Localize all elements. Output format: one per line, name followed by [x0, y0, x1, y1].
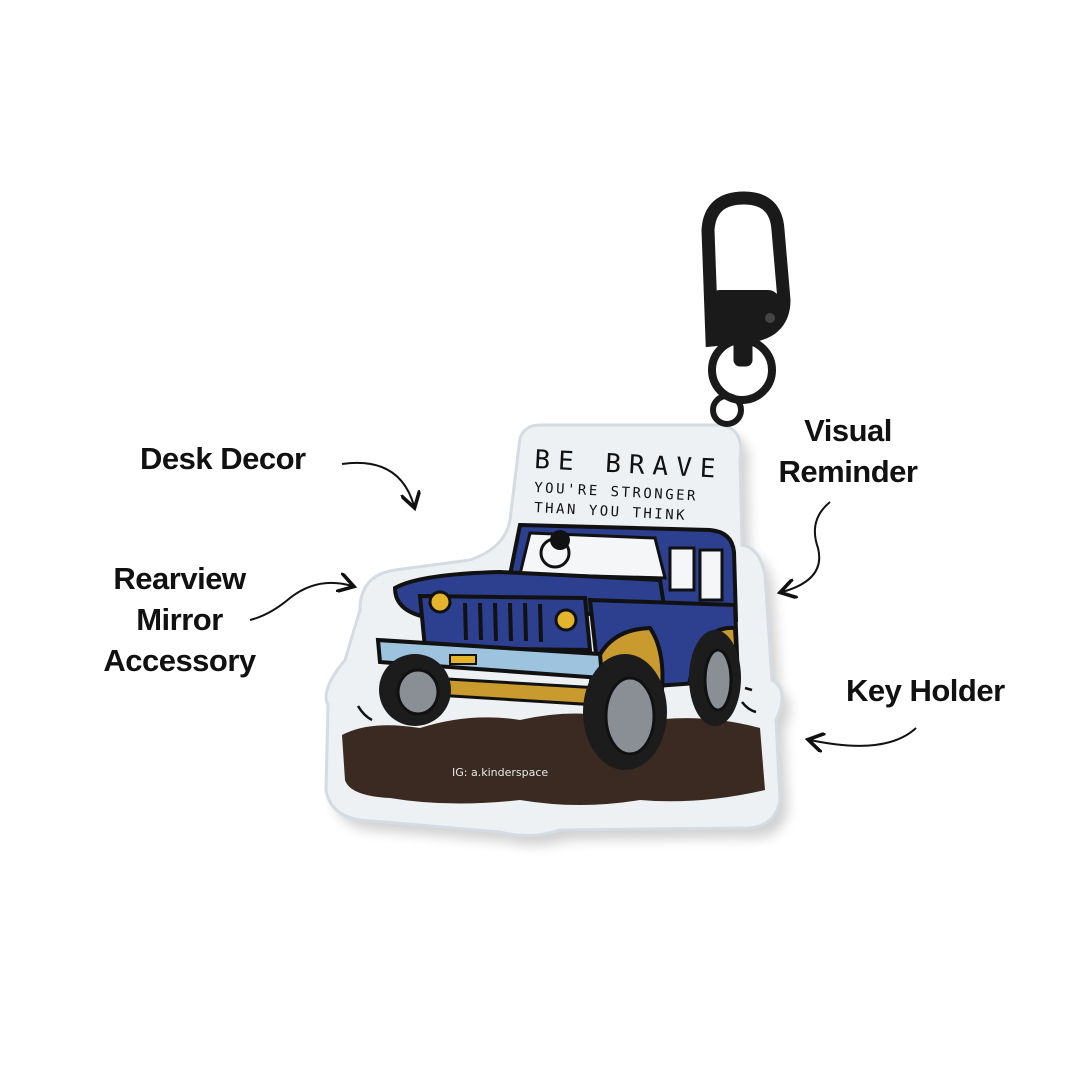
key-holder-arrow: [810, 727, 917, 746]
front-wheel-left: [379, 654, 451, 726]
mud-ground: [342, 713, 765, 805]
rear-wheel: [689, 630, 741, 726]
visual-reminder-label: Visual Reminder: [778, 413, 918, 489]
front-wheel-right: [583, 654, 667, 770]
desk-decor-label: Desk Decor: [140, 441, 306, 476]
subline-2-text: THAN YOU THINK: [534, 500, 688, 524]
rearview-arrow: [249, 583, 352, 621]
rearview-mirror-label: Rearview Mirror Accessory: [103, 561, 256, 678]
key-holder-label: Key Holder: [846, 673, 1005, 708]
desk-decor-arrow: [341, 462, 414, 506]
jeep: [356, 522, 757, 770]
artist-credit: IG: a.kinderspace: [452, 766, 548, 779]
visual-reminder-arrow: [782, 501, 831, 592]
keyring-clasp: [701, 191, 791, 427]
